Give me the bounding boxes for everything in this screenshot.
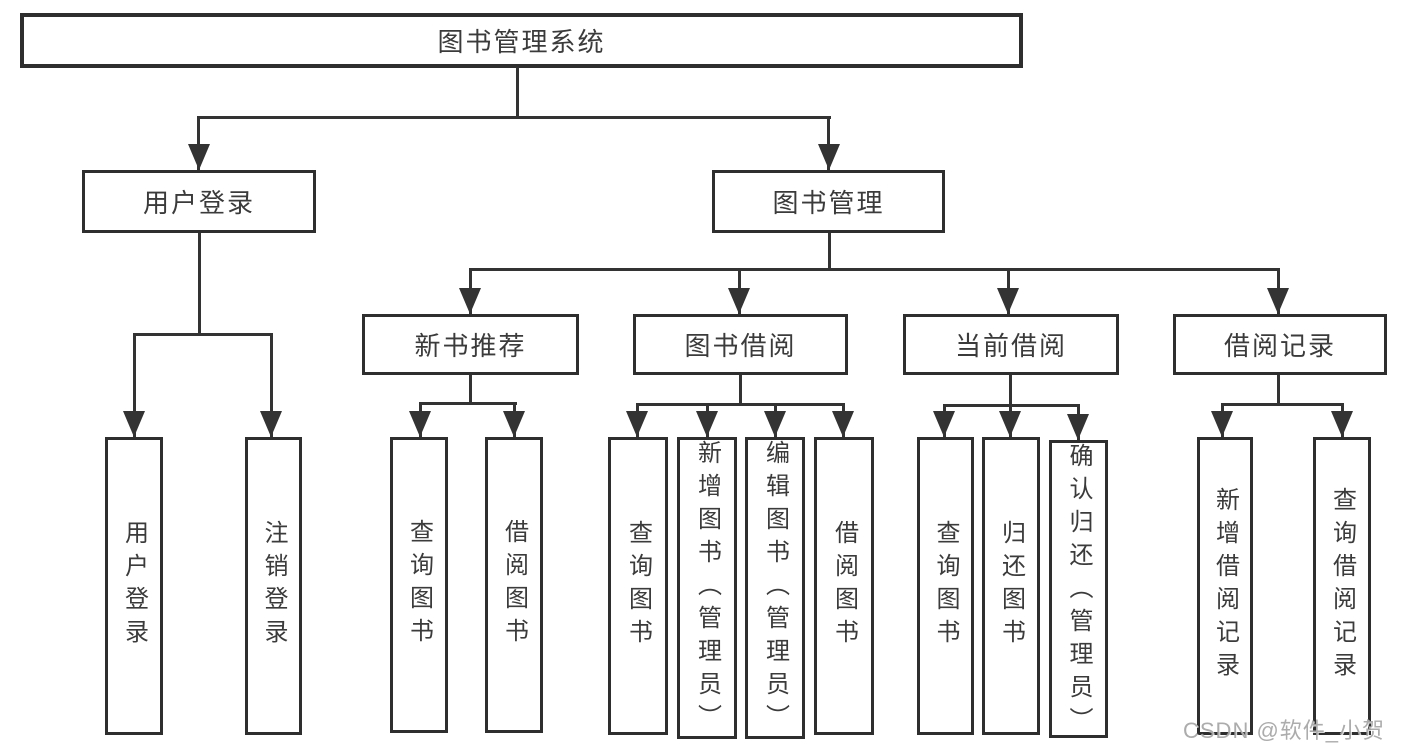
leaf-borrow-query-books: 查询图书 — [608, 437, 668, 735]
leaf-current-query-books: 查询图书 — [917, 437, 974, 735]
leaf-user-login: 用户登录 — [105, 437, 163, 735]
watermark: CSDN @软件_小贺同学 — [1183, 718, 1386, 743]
connector-userlogin-stem — [198, 233, 201, 335]
arrowhead-down-icon — [832, 411, 854, 437]
arrowhead-down-icon — [1067, 414, 1089, 440]
node-label: 用户登录 — [142, 188, 255, 218]
leaf-newbook-borrow-books: 借阅图书 — [485, 437, 543, 733]
arrowhead-down-icon — [1331, 411, 1353, 437]
node-book-management: 图书管理 — [712, 170, 945, 233]
node-label: 借阅图书 — [830, 520, 858, 652]
connector-bookmgmt-stem — [828, 233, 831, 271]
arrowhead-down-icon — [997, 288, 1019, 314]
node-book-borrow: 图书借阅 — [633, 314, 848, 375]
connector-records-crossbar — [1221, 403, 1344, 406]
arrowhead-down-icon — [260, 411, 282, 437]
connector-arm — [270, 333, 273, 437]
node-label: 新增借阅记录 — [1211, 487, 1239, 685]
leaf-newbook-query-books: 查询图书 — [390, 437, 448, 733]
arrowhead-down-icon — [409, 411, 431, 437]
arrowhead-down-icon — [123, 411, 145, 437]
connector-current-stem — [1009, 375, 1012, 407]
node-label: 查询图书 — [624, 520, 652, 652]
arrowhead-down-icon — [188, 144, 210, 170]
node-label: 归还图书 — [997, 520, 1025, 652]
connector-bookmgmt-crossbar — [469, 268, 1280, 271]
node-library-system: 图书管理系统 — [20, 13, 1023, 68]
connector-root-crossbar — [198, 116, 831, 119]
arrowhead-down-icon — [1267, 288, 1289, 314]
node-label: 查询图书 — [932, 520, 959, 652]
leaf-records-query-record: 查询借阅记录 — [1313, 437, 1371, 735]
leaf-current-confirm-return-admin: 确认归还（管理员） — [1049, 440, 1108, 740]
node-label: 图书借阅 — [684, 331, 797, 361]
arrowhead-down-icon — [818, 144, 840, 170]
node-label: 确认归还（管理员） — [1065, 443, 1092, 740]
arrowhead-down-icon — [999, 411, 1021, 437]
leaf-borrow-add-books-admin: 新增图书（管理员） — [677, 437, 737, 739]
arrowhead-down-icon — [933, 411, 955, 437]
node-label: 当前借阅 — [954, 331, 1067, 361]
arrowhead-down-icon — [459, 288, 481, 314]
leaf-logout-login: 注销登录 — [245, 437, 302, 735]
connector-arm — [197, 116, 200, 170]
leaf-borrow-edit-books-admin: 编辑图书（管理员） — [745, 437, 805, 739]
node-label: 新书推荐 — [414, 331, 527, 361]
node-label: 新增图书（管理员） — [693, 440, 721, 737]
leaf-current-return-books: 归还图书 — [982, 437, 1040, 735]
connector-root-stem — [516, 67, 519, 118]
connector-borrow-crossbar — [636, 403, 845, 406]
node-label: 查询图书 — [405, 519, 433, 651]
node-label: 编辑图书（管理员） — [761, 440, 789, 737]
node-label: 借阅图书 — [500, 519, 528, 651]
connector-arm — [133, 333, 136, 437]
leaf-records-add-record: 新增借阅记录 — [1197, 437, 1253, 735]
connector-borrow-stem — [739, 375, 742, 406]
node-label: 图书管理系统 — [437, 27, 606, 57]
node-current-borrow: 当前借阅 — [903, 314, 1119, 375]
arrowhead-down-icon — [503, 411, 525, 437]
connector-newbook-stem — [469, 375, 472, 405]
connector-records-stem — [1277, 375, 1280, 406]
node-new-book-recommend: 新书推荐 — [362, 314, 579, 375]
arrowhead-down-icon — [696, 411, 718, 437]
arrowhead-down-icon — [728, 288, 750, 314]
arrowhead-down-icon — [1211, 411, 1233, 437]
connector-newbook-crossbar — [419, 402, 517, 405]
node-label: 注销登录 — [260, 520, 287, 652]
connector-userlogin-crossbar — [133, 333, 273, 336]
arrowhead-down-icon — [764, 411, 786, 437]
node-label: 用户登录 — [120, 520, 148, 652]
leaf-borrow-borrow-books: 借阅图书 — [814, 437, 874, 735]
connector-arm — [827, 116, 830, 170]
node-label: 查询借阅记录 — [1328, 487, 1356, 685]
arrowhead-down-icon — [626, 411, 648, 437]
node-label: 借阅记录 — [1223, 331, 1336, 361]
node-user-login: 用户登录 — [82, 170, 316, 233]
node-label: 图书管理 — [772, 188, 885, 218]
node-borrow-records: 借阅记录 — [1173, 314, 1387, 375]
